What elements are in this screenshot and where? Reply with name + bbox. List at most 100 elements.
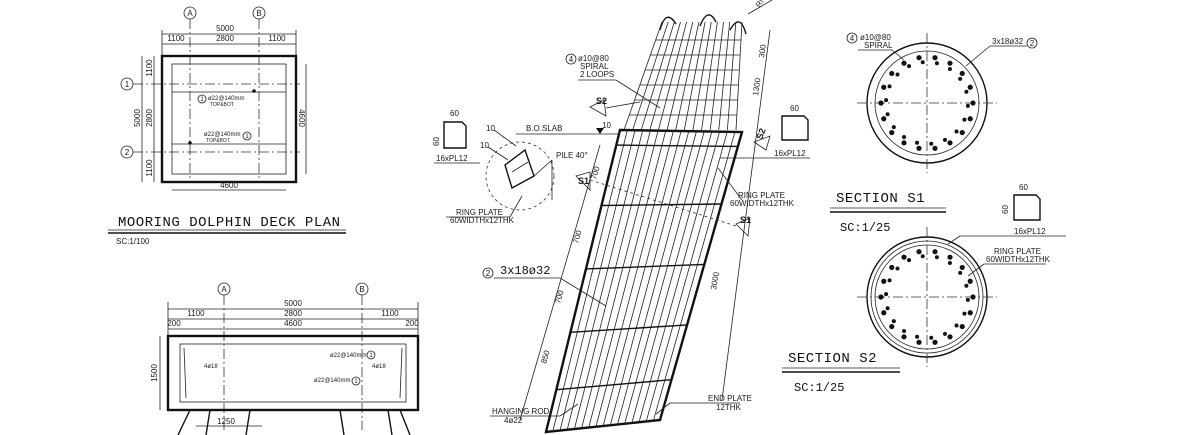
starter-bar [709, 21, 724, 131]
rebar-dot [907, 258, 912, 263]
dim-v-top: 1100 [145, 59, 154, 77]
rebar-dot [947, 334, 953, 340]
elev-dim-height: 1500 [150, 364, 159, 382]
rebar-dot [881, 310, 887, 316]
elev-grid-a: A [221, 285, 227, 294]
rebar-dot [947, 254, 953, 260]
starter-bars [623, 14, 747, 131]
rebar-dot [889, 323, 895, 330]
rebar-dot [901, 140, 907, 146]
s2-rebars [878, 249, 976, 345]
rebar-dot [884, 98, 889, 103]
note-bot: ø22@140mm [204, 132, 240, 138]
dim-right: 1100 [268, 34, 286, 43]
main-bars: 3x18ø32 [500, 264, 550, 278]
rebar-dot [915, 140, 920, 145]
cage-bar [573, 130, 651, 430]
rebar-dot [889, 264, 895, 271]
rebar-dot [920, 254, 925, 259]
rebar-dot [954, 129, 959, 134]
plate-symbol-left [443, 121, 467, 149]
elev-edge-l: 200 [167, 319, 181, 328]
pl-60: 60 [450, 109, 459, 118]
rebar-dot [962, 311, 967, 316]
elev-note-r: 4ø18 [372, 364, 386, 370]
elev-dim-bottom: 1250 [217, 417, 235, 426]
pl-label: 16xPL12 [436, 154, 468, 163]
s1-spiral-circle [874, 50, 980, 156]
rebar-dot [929, 335, 934, 340]
rebar-dot [959, 264, 965, 271]
rebar-dot [967, 116, 973, 122]
s1-title: SECTION S1 [836, 191, 925, 207]
pl-r-label: 16xPL12 [774, 149, 806, 158]
dim-mid: 2800 [216, 34, 234, 43]
rebar-dot [965, 103, 970, 108]
rebar-dot [932, 339, 938, 345]
rebar-dot [916, 145, 922, 151]
note-top: ø22@140mm [208, 96, 244, 102]
deck-plan-scale: SC:1/100 [116, 237, 150, 246]
rebar-dot [881, 278, 887, 284]
svg-text:1: 1 [245, 134, 249, 140]
end-2: 12THK [716, 403, 742, 412]
rebar-dot [964, 89, 969, 94]
rebar-dot [942, 137, 947, 142]
dim-total: 5000 [216, 24, 234, 33]
rebar-dot [887, 278, 892, 283]
plate-symbol-right [781, 115, 809, 141]
rebar-dot [934, 61, 939, 66]
cage-bar [631, 131, 713, 424]
cage-bar [581, 130, 659, 429]
cage-bar [609, 131, 690, 426]
elev-dim-mid: 2800 [284, 309, 302, 318]
dim-v-mid: 2800 [145, 109, 154, 127]
end-1: END PLATE [708, 394, 752, 403]
rebar-dot [932, 55, 938, 61]
rebar-dot [964, 283, 969, 288]
ring-line [601, 203, 722, 207]
rebar-dot [916, 249, 922, 255]
rebar-dot [915, 334, 920, 339]
pile-spiral-3: 2 LOOPS [580, 70, 614, 79]
pile-spiral-1: ø10@80 [578, 54, 609, 63]
s1-scale: SC:1/25 [840, 221, 890, 235]
dim-700b: 700 [571, 229, 583, 245]
cage-bar [566, 130, 644, 430]
rebar-dot [970, 294, 976, 300]
rebar-dot [889, 129, 895, 136]
rebar-dot [884, 292, 889, 297]
s2-ring-2: 60WIDTHx12THK [986, 255, 1051, 264]
slab-inner [171, 63, 287, 175]
s1-rebars [878, 55, 976, 151]
rebar-dot [954, 323, 959, 328]
starter-bar [735, 21, 743, 131]
hang-2: 4ø22 [504, 416, 523, 425]
cage-bar [559, 130, 636, 431]
rebar-dot [887, 84, 892, 89]
rebar-dot [885, 112, 890, 117]
dim-10b: 10 [480, 141, 489, 150]
ring-r1: RING PLATE [738, 191, 785, 200]
rebar-dot [965, 297, 970, 302]
elev-grid-b: B [359, 285, 364, 294]
pl-60v: 60 [432, 137, 441, 146]
svg-text:1: 1 [200, 97, 204, 103]
ring-line [556, 378, 672, 391]
svg-text:1: 1 [354, 379, 358, 385]
ring-2: 60WIDTHx12THK [450, 216, 515, 225]
elev-dim-inner: 4600 [284, 319, 302, 328]
s2-pl-label: 16xPL12 [1014, 227, 1046, 236]
rebar-dot [902, 134, 907, 139]
detail-bubble [485, 141, 555, 211]
s2-marker-r: S2 [754, 127, 767, 141]
rebar-dot [916, 339, 922, 345]
starter-bar [640, 21, 675, 131]
rebar-dot [929, 141, 934, 146]
ring-plates [556, 144, 738, 391]
cage-bar [617, 131, 697, 425]
elev-note-l: 4ø18 [204, 364, 218, 370]
s1-spiral-1: ø10@80 [860, 33, 891, 42]
section-s1: 4 ø10@80 SPIRAL 3x18ø32 2 SECTION S1 SC:… [830, 32, 1038, 235]
